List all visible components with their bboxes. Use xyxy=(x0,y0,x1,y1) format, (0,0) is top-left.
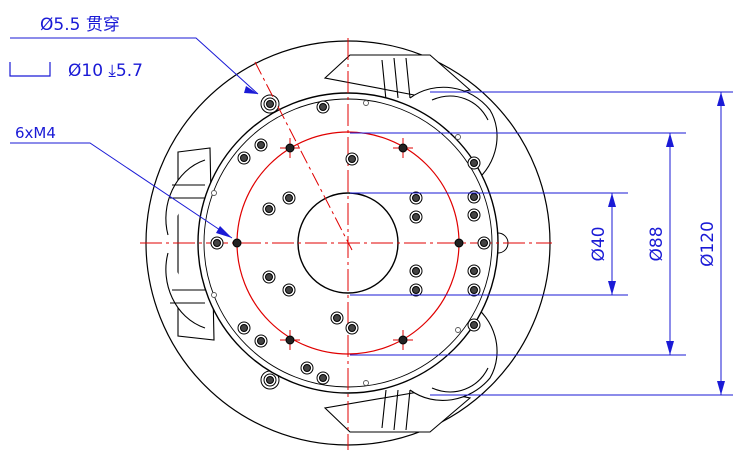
screw-head xyxy=(470,211,478,219)
lobe-top-right-ticks xyxy=(381,57,411,101)
screw-head xyxy=(480,239,488,247)
pin-hole xyxy=(455,327,461,333)
arrow-d40-top xyxy=(608,193,616,207)
leader-through-hole xyxy=(10,37,259,95)
screw-head xyxy=(213,239,221,247)
screw-head xyxy=(412,194,420,202)
screw-head xyxy=(257,337,265,345)
screw-head xyxy=(303,364,311,372)
tapped-hole xyxy=(232,238,242,248)
screw-head xyxy=(470,321,478,329)
screw-head xyxy=(412,267,420,275)
arrow-d120-bottom xyxy=(717,381,725,395)
dimension-lines xyxy=(10,37,733,396)
lobe-top-right xyxy=(323,54,472,99)
pin-hole xyxy=(211,292,217,298)
tapped-hole xyxy=(398,335,408,345)
screw-head xyxy=(240,324,248,332)
tapped-hole xyxy=(398,143,408,153)
through-hole-label: Ø5.5 贯穿 xyxy=(40,15,120,35)
screw-head xyxy=(333,314,341,322)
screw-head xyxy=(470,286,478,294)
counterbore-symbol xyxy=(9,62,51,77)
tapped-hole xyxy=(285,335,295,345)
arrowheads xyxy=(216,86,725,395)
lobe-top-right-arc-inner xyxy=(431,95,489,121)
pin-hole xyxy=(455,134,461,140)
screw-head xyxy=(319,103,327,111)
screw-head xyxy=(257,141,265,149)
dimension-d120: Ø120 xyxy=(698,221,718,267)
pin-hole xyxy=(363,380,369,386)
screw-head xyxy=(470,159,478,167)
screw-head xyxy=(285,286,293,294)
dimension-d88: Ø88 xyxy=(647,226,667,261)
screw-head xyxy=(470,267,478,275)
screw-head xyxy=(265,205,273,213)
pin-holes xyxy=(211,100,461,386)
screw-head xyxy=(240,154,248,162)
leader-tapped-holes xyxy=(10,142,233,239)
centerline-diagonal xyxy=(254,61,353,251)
arrow-through-hole xyxy=(244,86,258,94)
tapped-hole xyxy=(285,143,295,153)
screw-head xyxy=(470,193,478,201)
arrow-d88-bottom xyxy=(666,341,674,355)
lobe-bottom-right-ticks xyxy=(381,389,411,431)
counterbore-label: Ø10 ⤓5.7 xyxy=(68,61,143,81)
arrow-d88-top xyxy=(666,133,674,147)
lobe-bottom-right xyxy=(323,389,472,433)
arrow-d40-bottom xyxy=(608,281,616,295)
lobe-bottom-right-arc-inner xyxy=(431,367,489,393)
screw-heads xyxy=(210,97,491,387)
tapped-holes-label: 6xM4 xyxy=(15,124,56,142)
screw-head xyxy=(319,374,327,382)
screw-head xyxy=(285,194,293,202)
pin-hole xyxy=(211,190,217,196)
tapped-holes xyxy=(232,143,464,345)
screw-head xyxy=(266,100,274,108)
screw-head xyxy=(265,273,273,281)
arrow-d120-top xyxy=(717,92,725,106)
screw-head xyxy=(266,376,274,384)
tapped-hole xyxy=(454,238,464,248)
pin-hole xyxy=(363,100,369,106)
mount-lobes xyxy=(165,54,498,433)
screw-head xyxy=(412,213,420,221)
lobe-left-ticks xyxy=(170,184,205,304)
screw-head xyxy=(348,155,356,163)
dimension-d40: Ø40 xyxy=(589,226,609,261)
screw-head xyxy=(348,324,356,332)
arrow-tapped-holes xyxy=(216,226,232,238)
screw-head xyxy=(412,286,420,294)
